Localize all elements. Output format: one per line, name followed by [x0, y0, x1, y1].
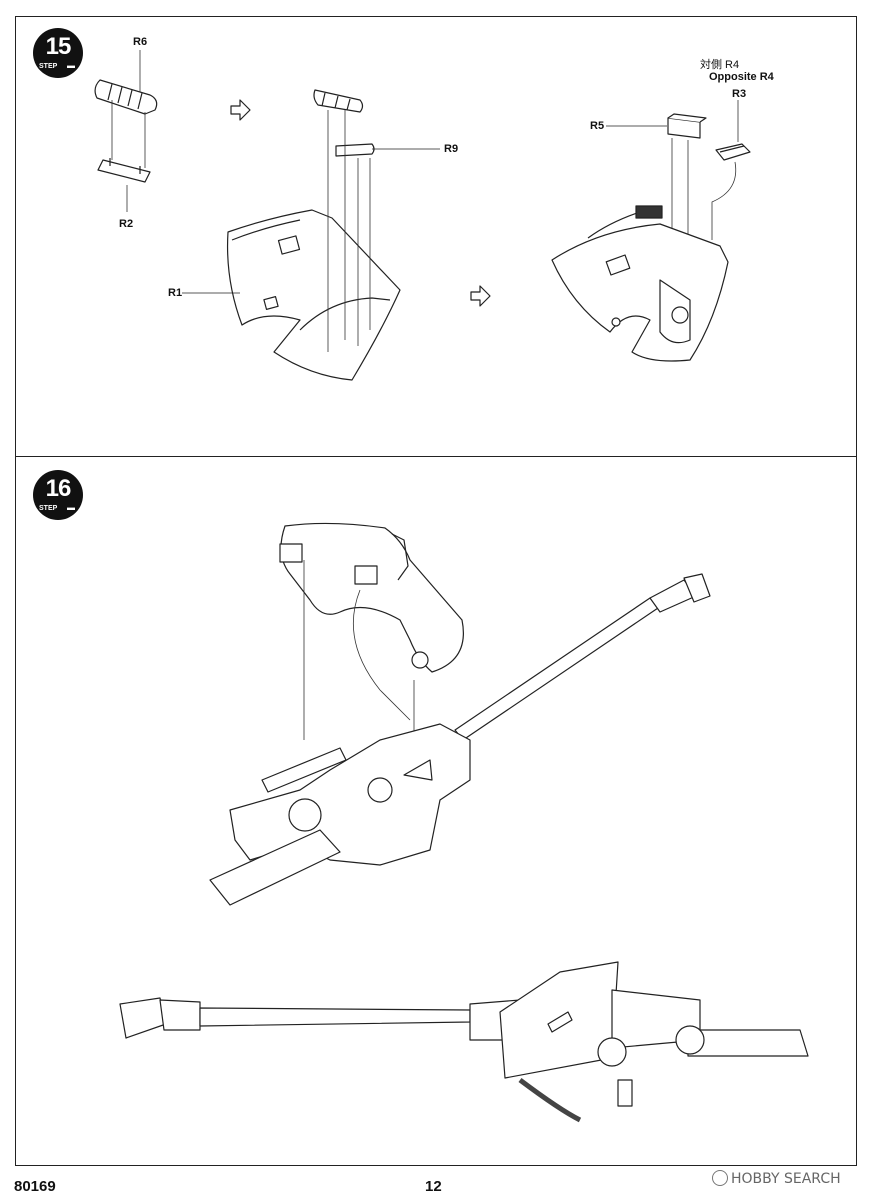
- part-r6-placed: [313, 89, 364, 113]
- gun-sideview-16: [119, 961, 809, 1123]
- step-divider: [15, 456, 857, 457]
- label-r4-cn: 対側 R4: [700, 59, 740, 71]
- page-frame: [15, 16, 857, 1166]
- guide-lines-15b: [327, 110, 371, 352]
- label-r2: R2: [119, 218, 134, 230]
- gun-barrel-16: [454, 573, 711, 741]
- watermark: HOBBY SEARCH: [712, 1170, 841, 1187]
- watermark-logo-icon: [712, 1170, 728, 1186]
- product-code: 80169: [14, 1178, 56, 1195]
- part-r9-rod: [335, 143, 440, 157]
- next-arrow-1: [230, 99, 251, 121]
- gun-carriage-16: [209, 723, 471, 906]
- guide-lines-15c: [671, 100, 739, 246]
- assembled-shield: [551, 205, 729, 362]
- label-r3: R3: [732, 88, 747, 100]
- watermark-text: HOBBY SEARCH: [731, 1171, 841, 1187]
- part-r5: [606, 113, 707, 139]
- label-r4-en: Opposite R4: [709, 71, 774, 83]
- shield-assembly-16: [279, 522, 464, 673]
- tank-icon: ▬: [67, 503, 75, 512]
- step-16-number: 16: [45, 475, 72, 502]
- guide-lines-15a: [111, 50, 146, 212]
- label-r9: R9: [444, 143, 459, 155]
- part-r1-shield: [182, 209, 401, 381]
- step-15-label: STEP: [39, 63, 58, 70]
- part-r6-handle: [94, 79, 158, 115]
- next-arrow-2: [470, 285, 491, 307]
- step-15-number: 15: [45, 33, 72, 60]
- label-r6: R6: [133, 36, 148, 48]
- tank-icon: ▬: [67, 61, 75, 70]
- part-r3: [715, 143, 751, 161]
- label-r1: R1: [168, 287, 183, 299]
- step-16-badge: 16 STEP ▬: [33, 470, 83, 520]
- step-15-badge: 15 STEP ▬: [33, 28, 83, 78]
- page-number: 12: [425, 1178, 442, 1195]
- step-16-label: STEP: [39, 505, 58, 512]
- part-r2-bracket: [97, 158, 151, 183]
- label-r5: R5: [590, 120, 605, 132]
